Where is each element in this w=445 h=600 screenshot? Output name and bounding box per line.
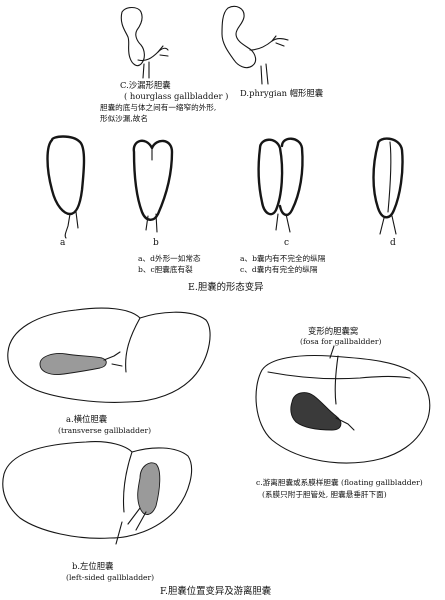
hourglass-desc-2: 形似沙漏,故名	[100, 114, 148, 123]
phrygian-gallbladder-drawing	[221, 5, 289, 85]
caption-f: F.胆囊位置变异及游离胆囊	[160, 586, 272, 597]
letter-c: c	[284, 238, 290, 248]
letter-b: b	[153, 238, 159, 248]
fossa-label: 变形的胆囊窝	[308, 326, 359, 336]
transverse-label: a.横位胆囊	[66, 414, 108, 424]
caption-e: E.胆囊的形态变异	[188, 282, 264, 293]
hourglass-gallbladder-drawing	[120, 6, 169, 79]
floating-desc: (系膜只附于胆管处, 胆囊悬垂肝下面)	[262, 490, 387, 499]
letter-a: a	[60, 238, 66, 248]
gallbladder-variant-d-drawing	[372, 137, 404, 235]
note-ad-normal: a、d外形一如常态	[138, 254, 201, 263]
transverse-gallbladder-drawing	[7, 307, 211, 403]
gallbladder-variant-a-drawing	[46, 135, 86, 239]
gallbladder-variant-b-drawing	[132, 139, 174, 233]
phrygian-title: D.phrygian 帽形胆囊	[240, 88, 324, 98]
fossa-english: (fosa for gallbaldder)	[300, 337, 382, 346]
hourglass-title: C.沙漏形胆囊	[120, 80, 171, 90]
transverse-english: (transverse gallbladder)	[58, 426, 152, 435]
note-bc-cleft: b、c胆囊底有裂	[138, 265, 193, 274]
gallbladder-variant-c-drawing	[257, 137, 304, 233]
note-ab-septum: a、b囊内有不完全的纵隔	[240, 254, 326, 263]
left-sided-gallbladder-drawing	[2, 441, 193, 545]
left-sided-label: b.左位胆囊	[72, 561, 114, 571]
floating-gallbladder-drawing	[255, 345, 431, 464]
hourglass-english: ( hourglass gallbladder )	[124, 91, 229, 101]
letter-d: d	[390, 238, 396, 248]
floating-label: c.游离胆囊或系膜样胆囊 (floating gallbladder)	[256, 478, 423, 487]
note-cd-septum: c、d囊内有完全的纵隔	[240, 265, 318, 274]
left-sided-english: (left-sided gallbladder)	[66, 573, 155, 582]
hourglass-desc-1: 胆囊的底与体之间有一缩窄的外形,	[100, 103, 217, 112]
